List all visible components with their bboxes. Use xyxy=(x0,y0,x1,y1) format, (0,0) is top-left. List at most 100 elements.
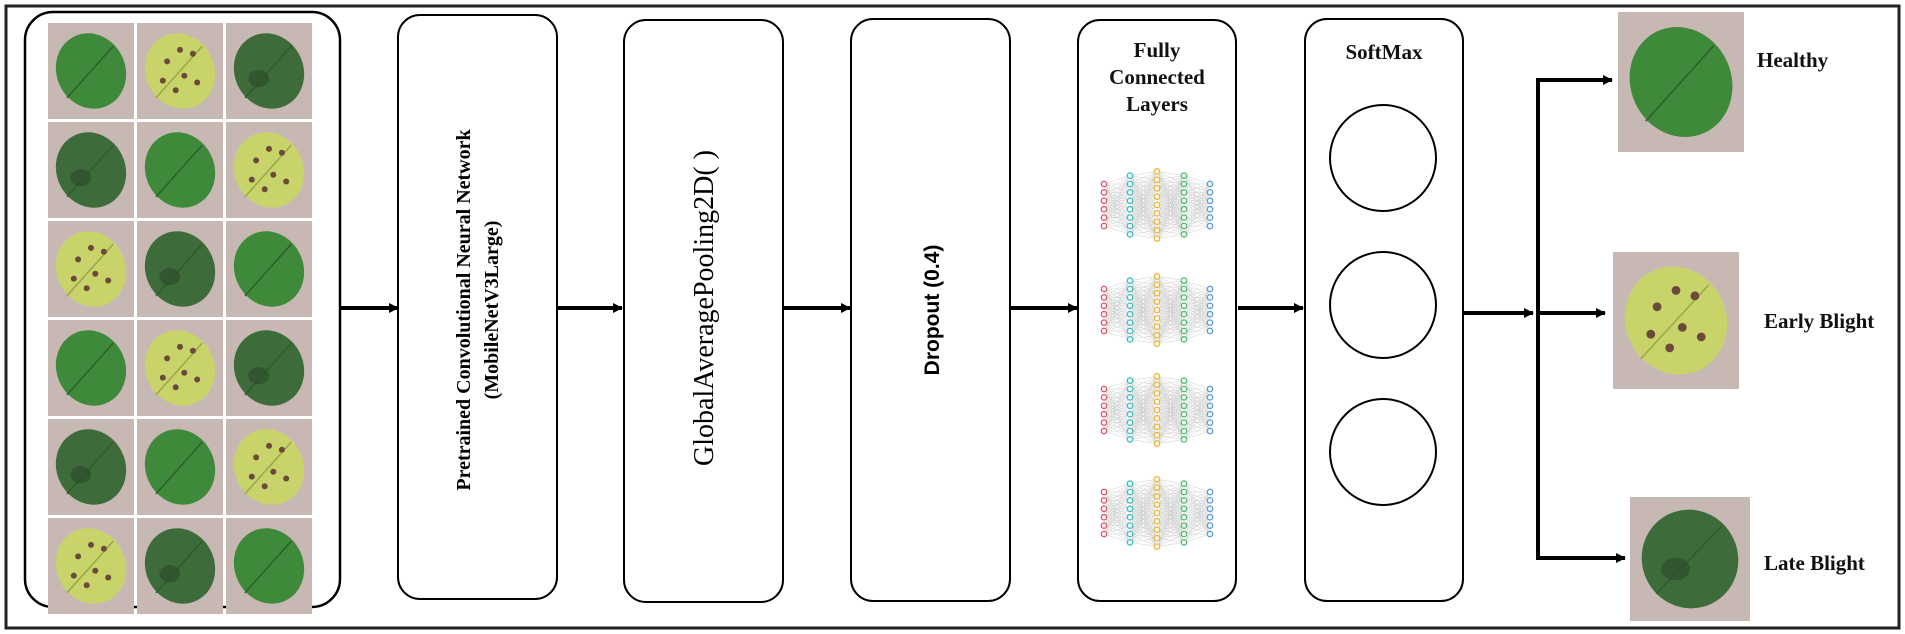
nn-neuron xyxy=(1126,427,1134,435)
nn-neuron xyxy=(1206,488,1214,496)
nn-neuron xyxy=(1180,505,1188,513)
output-leaf-late-blight xyxy=(1630,497,1750,621)
nn-neuron xyxy=(1180,488,1188,496)
nn-neuron xyxy=(1126,214,1134,222)
nn-neuron xyxy=(1100,197,1108,205)
nn-neuron xyxy=(1153,431,1161,439)
input-leaf-tile xyxy=(226,320,312,416)
nn-neuron xyxy=(1206,197,1214,205)
nn-neuron xyxy=(1180,435,1188,443)
nn-neuron xyxy=(1180,513,1188,521)
nn-neuron xyxy=(1153,398,1161,405)
input-leaf-tile xyxy=(48,518,134,614)
nn-neuron xyxy=(1100,419,1108,426)
nn-neuron xyxy=(1153,484,1161,492)
nn-neuron xyxy=(1126,277,1134,284)
nn-neuron xyxy=(1180,214,1188,222)
nn-neuron xyxy=(1126,496,1134,504)
nn-neuron xyxy=(1126,302,1134,310)
input-leaf-tile xyxy=(137,23,223,119)
nn-neuron xyxy=(1153,440,1161,447)
nn-neuron xyxy=(1126,522,1134,529)
input-leaf-tile xyxy=(48,320,134,416)
nn-icon xyxy=(1100,475,1214,550)
fc-label-line1: Fully xyxy=(1134,38,1181,62)
input-leaf-tile xyxy=(48,23,134,119)
softmax-node-3 xyxy=(1329,398,1437,506)
nn-neuron xyxy=(1153,475,1161,483)
nn-neuron xyxy=(1206,319,1214,326)
nn-neuron xyxy=(1180,197,1188,205)
nn-neuron xyxy=(1126,222,1134,230)
nn-neuron xyxy=(1180,480,1188,487)
nn-neuron xyxy=(1206,530,1214,538)
nn-neuron xyxy=(1126,172,1134,180)
nn-neuron xyxy=(1180,427,1188,435)
nn-neuron xyxy=(1100,385,1108,393)
nn-neuron xyxy=(1126,488,1134,496)
nn-neuron xyxy=(1153,218,1161,226)
nn-neuron xyxy=(1206,293,1214,301)
nn-neuron xyxy=(1153,518,1161,525)
nn-neuron xyxy=(1180,530,1188,538)
nn-neuron xyxy=(1126,513,1134,521)
nn-neuron xyxy=(1180,172,1188,180)
nn-neuron xyxy=(1206,205,1214,213)
nn-neuron xyxy=(1100,188,1108,196)
nn-neuron xyxy=(1206,285,1214,293)
dropout-label: Dropout (0.4) xyxy=(921,245,944,376)
nn-neuron xyxy=(1153,193,1161,201)
nn-neuron xyxy=(1126,335,1134,343)
nn-neuron xyxy=(1153,509,1161,517)
nn-neuron xyxy=(1100,205,1108,213)
nn-neuron xyxy=(1153,414,1161,422)
softmax-node-2 xyxy=(1329,251,1437,359)
nn-neuron xyxy=(1126,419,1134,426)
nn-neuron xyxy=(1180,319,1188,326)
nn-neuron xyxy=(1153,209,1161,217)
nn-neuron xyxy=(1100,214,1108,222)
nn-neuron xyxy=(1153,381,1161,389)
cnn-label-line1: Pretrained Convolutional Neural Network xyxy=(453,128,475,490)
nn-neuron xyxy=(1206,402,1214,410)
nn-neuron xyxy=(1100,530,1108,538)
nn-neuron xyxy=(1206,419,1214,426)
output-label-early-blight: Early Blight xyxy=(1764,309,1874,333)
input-leaf-tile xyxy=(48,122,134,218)
nn-neuron xyxy=(1100,222,1108,230)
output-image-late-blight xyxy=(1630,497,1750,621)
softmax-node-1 xyxy=(1329,104,1437,212)
nn-neuron xyxy=(1180,222,1188,230)
nn-neuron xyxy=(1100,310,1108,318)
nn-neuron xyxy=(1100,410,1108,418)
nn-neuron xyxy=(1100,302,1108,310)
output-image-early-blight xyxy=(1613,252,1739,389)
nn-neuron xyxy=(1100,522,1108,529)
nn-neuron xyxy=(1180,285,1188,293)
nn-neuron xyxy=(1180,539,1188,546)
nn-neuron xyxy=(1206,222,1214,230)
input-leaf-tile xyxy=(226,518,312,614)
gap-label: GlobalAveragePooling2D( ) xyxy=(689,150,720,466)
nn-neuron xyxy=(1180,302,1188,310)
nn-neuron xyxy=(1100,505,1108,513)
nn-neuron xyxy=(1153,534,1161,542)
nn-neuron xyxy=(1153,501,1161,508)
nn-neuron xyxy=(1153,543,1161,550)
input-leaf-tile xyxy=(137,419,223,515)
fc-label-line3: Layers xyxy=(1126,92,1188,116)
nn-neuron xyxy=(1180,327,1188,335)
nn-neuron xyxy=(1126,435,1134,443)
nn-neuron xyxy=(1100,293,1108,301)
nn-icon xyxy=(1100,372,1214,447)
nn-neuron xyxy=(1153,406,1161,414)
nn-neuron xyxy=(1206,505,1214,513)
input-leaf-tile xyxy=(226,221,312,317)
nn-neuron xyxy=(1126,285,1134,293)
nn-neuron xyxy=(1206,180,1214,188)
nn-neuron xyxy=(1206,522,1214,529)
nn-neuron xyxy=(1180,188,1188,196)
nn-neuron xyxy=(1206,385,1214,393)
nn-neuron xyxy=(1126,205,1134,213)
